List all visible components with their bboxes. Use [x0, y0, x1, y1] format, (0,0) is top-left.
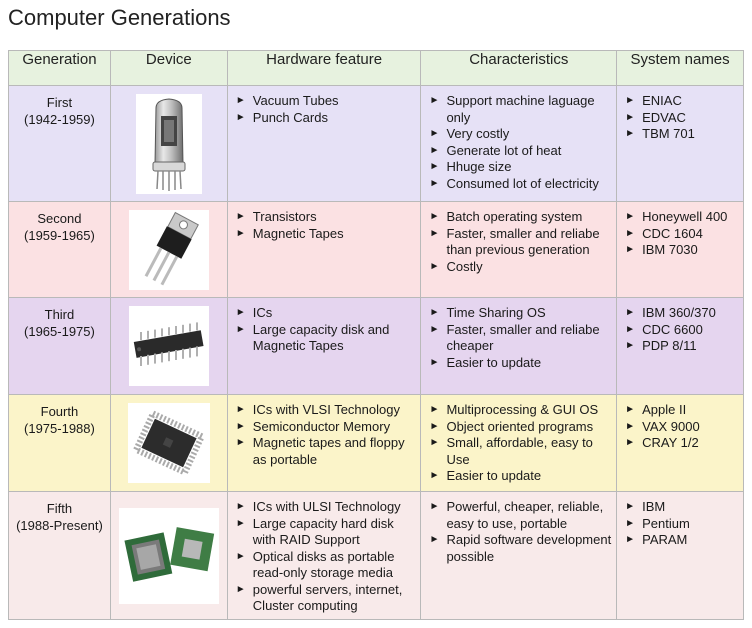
hardware-cell: ICs with VLSI Technology Semiconductor M…	[226, 394, 422, 492]
systems-cell: ENIAC EDVAC TBM 701	[616, 85, 744, 202]
generation-period: (1942-1959)	[24, 111, 95, 127]
generation-cell: Fourth (1975-1988)	[8, 394, 111, 492]
systems-cell: Honeywell 400 CDC 1604 IBM 7030	[616, 201, 744, 298]
hardware-cell: Transistors Magnetic Tapes	[226, 201, 422, 298]
device-cell	[109, 201, 228, 298]
list-item: Faster, smaller and reliabe cheaper	[429, 322, 612, 355]
characteristics-cell: Multiprocessing & GUI OS Object oriented…	[420, 394, 618, 492]
list-item: CDC 1604	[625, 226, 739, 243]
hardware-cell: ICs Large capacity disk and Magnetic Tap…	[226, 297, 422, 395]
systems-cell: Apple II VAX 9000 CRAY 1/2	[616, 394, 744, 492]
list-item: VAX 9000	[625, 419, 739, 436]
list-item: Magnetic tapes and floppy as portable	[236, 435, 417, 468]
list-item: Pentium	[625, 516, 739, 533]
list-item: Punch Cards	[236, 110, 417, 127]
hardware-cell: Vacuum Tubes Punch Cards	[226, 85, 422, 202]
integrated-circuit-icon	[128, 306, 209, 386]
list-item: Hhuge size	[429, 159, 612, 176]
list-item: Apple II	[625, 402, 739, 419]
list-item: powerful servers, internet, Cluster comp…	[236, 582, 417, 615]
list-item: Small, affordable, easy to Use	[429, 435, 612, 468]
transistor-icon	[128, 209, 209, 290]
list-item: Costly	[429, 259, 612, 276]
list-item: CRAY 1/2	[625, 435, 739, 452]
generation-cell: Fifth (1988-Present)	[8, 491, 111, 620]
table-row-second: Second (1959-1965)	[8, 201, 744, 298]
header-characteristics: Characteristics	[420, 50, 618, 86]
table-row-fourth: Fourth (1975-1988) ICs with VLSI T	[8, 394, 744, 492]
list-item: ICs with VLSI Technology	[236, 402, 417, 419]
list-item: IBM	[625, 499, 739, 516]
generation-cell: Third (1965-1975)	[8, 297, 111, 395]
list-item: Faster, smaller and reliabe than previou…	[429, 226, 612, 259]
hardware-cell: ICs with ULSI Technology Large capacity …	[226, 491, 422, 620]
list-item: Transistors	[236, 209, 417, 226]
list-item: Powerful, cheaper, reliable, easy to use…	[429, 499, 612, 532]
list-item: Magnetic Tapes	[236, 226, 417, 243]
list-item: Object oriented programs	[429, 419, 612, 436]
device-cell	[109, 297, 228, 395]
header-device: Device	[109, 50, 228, 86]
generation-name: Fourth	[40, 404, 79, 419]
device-cell	[109, 394, 228, 492]
list-item: Large capacity disk and Magnetic Tapes	[236, 322, 417, 355]
list-item: Semiconductor Memory	[236, 419, 417, 436]
header-system-names: System names	[616, 50, 744, 86]
header-hardware: Hardware feature	[226, 50, 422, 86]
list-item: Large capacity hard disk with RAID Suppo…	[236, 516, 417, 549]
list-item: ENIAC	[625, 93, 739, 110]
list-item: Consumed lot of electricity	[429, 176, 612, 193]
list-item: Multiprocessing & GUI OS	[429, 402, 612, 419]
device-cell	[109, 85, 228, 202]
page-title: Computer Generations	[8, 5, 231, 30]
vlsi-chip-icon	[127, 403, 210, 483]
generation-period: (1975-1988)	[24, 420, 95, 436]
header-row: Generation Device Hardware feature Chara…	[8, 50, 744, 86]
generations-table: Generation Device Hardware feature Chara…	[8, 50, 744, 620]
list-item: Batch operating system	[429, 209, 612, 226]
characteristics-cell: Powerful, cheaper, reliable, easy to use…	[420, 491, 618, 620]
generation-period: (1965-1975)	[24, 323, 95, 339]
characteristics-cell: Batch operating system Faster, smaller a…	[420, 201, 618, 298]
list-item: Time Sharing OS	[429, 305, 612, 322]
generation-period: (1959-1965)	[24, 227, 95, 243]
list-item: Optical disks as portable read-only stor…	[236, 549, 417, 582]
list-item: PDP 8/11	[625, 338, 739, 355]
list-item: Rapid software development possible	[429, 532, 612, 565]
generation-name: Second	[37, 211, 82, 226]
generation-name: First	[46, 95, 73, 110]
table-row-first: First (1942-1959)	[8, 85, 744, 202]
list-item: ICs with ULSI Technology	[236, 499, 417, 516]
systems-cell: IBM Pentium PARAM	[616, 491, 744, 620]
list-item: CDC 6600	[625, 322, 739, 339]
generation-name: Third	[44, 307, 75, 322]
list-item: Support machine laguage only	[429, 93, 612, 126]
generation-cell: Second (1959-1965)	[8, 201, 111, 298]
generation-period: (1988-Present)	[16, 517, 103, 533]
vacuum-tube-icon	[135, 93, 202, 194]
list-item: TBM 701	[625, 126, 739, 143]
list-item: EDVAC	[625, 110, 739, 127]
list-item: Vacuum Tubes	[236, 93, 417, 110]
device-cell	[109, 491, 228, 620]
systems-cell: IBM 360/370 CDC 6600 PDP 8/11	[616, 297, 744, 395]
header-generation: Generation	[8, 50, 111, 86]
generation-cell: First (1942-1959)	[8, 85, 111, 202]
generation-name: Fifth	[46, 501, 73, 516]
characteristics-cell: Time Sharing OS Faster, smaller and reli…	[420, 297, 618, 395]
list-item: PARAM	[625, 532, 739, 549]
list-item: Easier to update	[429, 468, 612, 485]
list-item: Honeywell 400	[625, 209, 739, 226]
table-row-third: Third (1965-1975) ICs Larg	[8, 297, 744, 395]
list-item: IBM 7030	[625, 242, 739, 259]
list-item: ICs	[236, 305, 417, 322]
list-item: Generate lot of heat	[429, 143, 612, 160]
list-item: Very costly	[429, 126, 612, 143]
list-item: Easier to update	[429, 355, 612, 372]
table-row-fifth: Fifth (1988-Present)	[8, 491, 744, 620]
list-item: IBM 360/370	[625, 305, 739, 322]
characteristics-cell: Support machine laguage only Very costly…	[420, 85, 618, 202]
ulsi-processor-icon	[118, 507, 219, 604]
